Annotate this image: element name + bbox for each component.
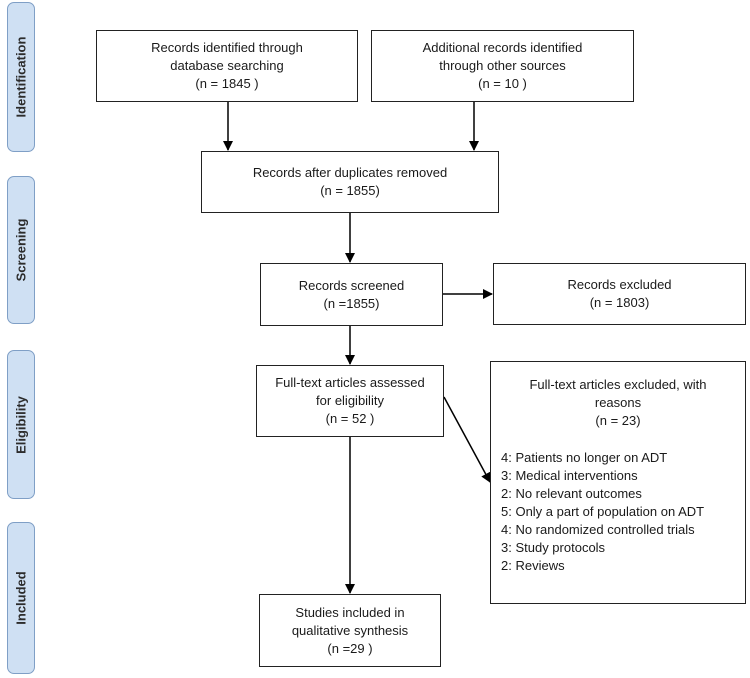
database-records-line2: database searching (170, 58, 284, 73)
exclusion-reason: 3: Study protocols (501, 540, 606, 555)
exclusion-reason: 3: Medical interventions (501, 468, 638, 483)
fulltext-assessed-line2: for eligibility (316, 393, 384, 408)
records-screened-line1: Records screened (298, 277, 405, 293)
box-fulltext-excluded: Full-text articles excluded, with reason… (490, 361, 746, 604)
box-after-duplicates: Records after duplicates removed (n = 18… (201, 151, 499, 213)
records-excluded-count: (n = 1803) (589, 295, 650, 310)
studies-included-count: (n =29 ) (327, 640, 373, 656)
database-records-count: (n = 1845 ) (195, 76, 259, 91)
fulltext-excluded-line2: reasons (594, 395, 642, 410)
exclusion-reason: 2: Reviews (501, 558, 565, 573)
box-records-screened: Records screened (n =1855) (260, 263, 443, 326)
studies-included-line2: qualitative synthesis (291, 622, 409, 638)
database-records-line1: Records identified through (151, 40, 303, 55)
other-sources-line1: Additional records identified (422, 40, 583, 55)
records-excluded-line1: Records excluded (567, 277, 672, 292)
stage-identification: Identification (7, 2, 35, 152)
studies-included-line1: Studies included in (295, 604, 405, 620)
fulltext-excluded-line1: Full-text articles excluded, with (529, 377, 707, 392)
records-screened-count: (n =1855) (323, 295, 380, 311)
exclusion-reason: 2: No relevant outcomes (501, 486, 642, 501)
box-other-sources: Additional records identified through ot… (371, 30, 634, 102)
stage-eligibility: Eligibility (7, 350, 35, 499)
exclusion-reason: 4: Patients no longer on ADT (501, 450, 668, 465)
box-studies-included: Studies included in qualitative synthesi… (259, 594, 441, 667)
fulltext-excluded-header: Full-text articles excluded, with reason… (501, 376, 735, 430)
fulltext-assessed-line1: Full-text articles assessed (275, 375, 425, 390)
fulltext-excluded-count: (n = 23) (595, 413, 641, 428)
box-database-records: Records identified through database sear… (96, 30, 358, 102)
other-sources-line2: through other sources (439, 58, 566, 73)
after-duplicates-line1: Records after duplicates removed (252, 165, 448, 180)
fulltext-assessed-count: (n = 52 ) (325, 411, 375, 426)
stage-screening: Screening (7, 176, 35, 324)
other-sources-count: (n = 10 ) (478, 76, 527, 91)
exclusion-reason: 5: Only a part of population on ADT (501, 504, 705, 519)
after-duplicates-count: (n = 1855) (320, 183, 380, 198)
stage-included: Included (7, 522, 35, 674)
box-fulltext-assessed: Full-text articles assessed for eligibil… (256, 365, 444, 437)
arrow-fulltext-to-excluded (443, 396, 491, 483)
exclusion-reason: 4: No randomized controlled trials (501, 522, 695, 537)
exclusion-reasons-list: 4: Patients no longer on ADT 3: Medical … (501, 449, 735, 575)
box-records-excluded: Records excluded (n = 1803) (493, 263, 746, 325)
